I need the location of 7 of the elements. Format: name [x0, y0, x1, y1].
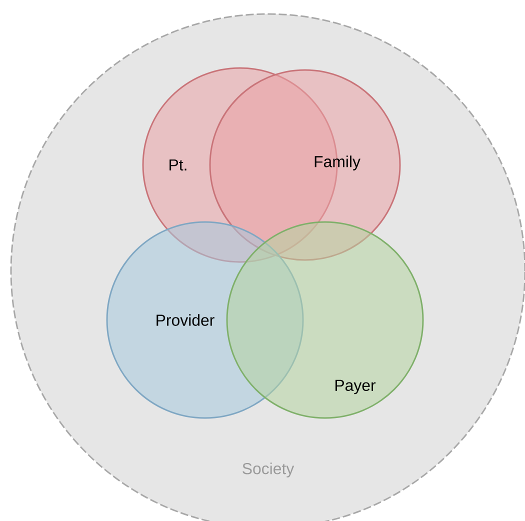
- circle-label: Provider: [156, 314, 214, 326]
- circle-label: Payer: [336, 380, 376, 394]
- circle-label: Family: [314, 156, 360, 170]
- venn-circle: [10, 13, 525, 521]
- circle-label: Society: [242, 462, 294, 478]
- circle-label: Pt.: [170, 159, 186, 171]
- venn-circle: [226, 221, 424, 419]
